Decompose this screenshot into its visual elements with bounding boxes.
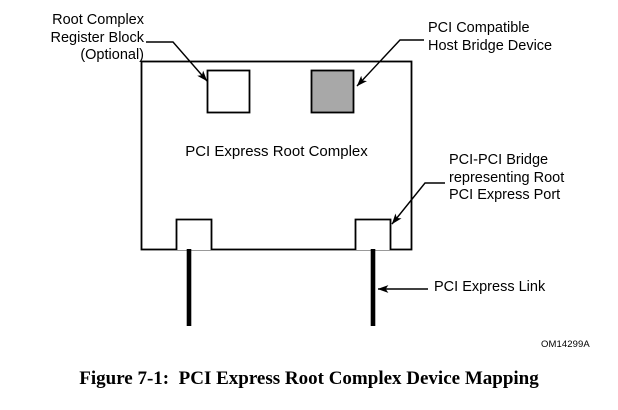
figure-caption: Figure 7-1: PCI Express Root Complex Dev… [79,368,539,389]
root-complex-box [140,60,413,251]
right-port-box [354,218,392,250]
register-block-square [206,69,251,114]
root-complex-box-label: PCI Express Root Complex [185,143,368,160]
callout-pci-compatible-host-bridge-device: PCI Compatible Host Bridge Device [428,20,553,54]
left-port-box [175,218,213,250]
host-bridge-square [310,69,355,114]
pci-pci-bridge-leader-line [391,182,445,225]
register-block-leader-line [146,41,208,82]
callout-pci-pci-bridge-root-port: PCI-PCI Bridge representing Root PCI Exp… [449,152,565,203]
om-reference-number: OM14299A [541,339,590,350]
host-bridge-leader-line [356,39,424,87]
callout-pci-express-link: PCI Express Link [434,279,546,295]
callout-root-complex-register-block: Root Complex Register Block (Optional) [50,12,144,63]
